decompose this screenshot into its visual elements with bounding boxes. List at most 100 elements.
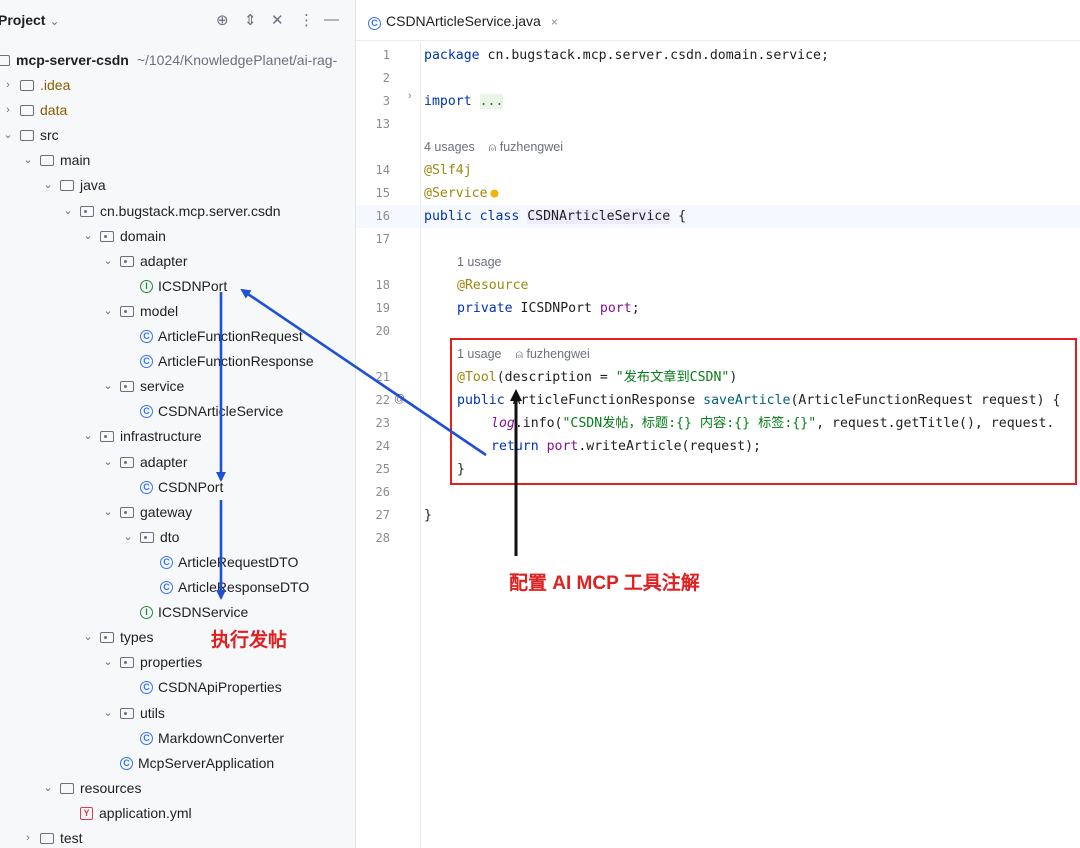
class-usage-hint[interactable]: 4 usages⍝ fuzhengwei (424, 140, 563, 154)
tree-item[interactable]: ⌄properties (102, 650, 202, 675)
tree-item[interactable]: ⌄adapter (102, 450, 187, 475)
tree-item-label: main (60, 152, 91, 169)
module-folder-icon (0, 55, 10, 66)
tree-item-label: ArticleResponseDTO (178, 579, 310, 595)
project-title-text: Project (0, 12, 46, 28)
tree-item[interactable]: ›test (22, 826, 82, 848)
tree-item[interactable]: ⌄infrastructure (82, 424, 201, 449)
code-line-1[interactable]: package cn.bugstack.mcp.server.csdn.doma… (424, 48, 829, 63)
class-icon: C (140, 681, 153, 695)
tree-item[interactable]: C McpServerApplication (102, 751, 274, 776)
code-line-23[interactable]: log.info("CSDN发帖，标题:{} 内容:{} 标签:{}", req… (491, 416, 1055, 431)
line-number: 1 (382, 48, 390, 62)
close-all-icon[interactable]: ✕ (271, 12, 284, 29)
code-line-24[interactable]: return port.writeArticle(request); (491, 439, 761, 454)
post-execution-label: 执行发帖 (211, 630, 288, 651)
tree-item-label: ArticleRequestDTO (178, 553, 299, 570)
folded-imports[interactable]: ... (479, 94, 504, 109)
chevron-down-icon[interactable]: ⌄ (49, 14, 60, 28)
chevron-down-icon[interactable]: ⌄ (3, 129, 13, 142)
code-line-25[interactable]: } (457, 462, 465, 477)
chevron-right-icon[interactable]: › (6, 104, 10, 117)
tree-item[interactable]: › data (2, 98, 67, 123)
chevron-down-icon[interactable]: ⌄ (23, 154, 33, 167)
class-icon: C (120, 756, 133, 770)
chevron-down-icon[interactable]: ⌄ (103, 656, 113, 669)
project-panel-title[interactable]: Project⌄ (0, 12, 60, 28)
tree-item-label: dto (160, 528, 180, 545)
chevron-down-icon[interactable]: ⌄ (83, 229, 93, 242)
folder-icon (40, 833, 54, 844)
tree-item[interactable]: ›.idea (2, 73, 70, 98)
project-root[interactable]: mcp-server-csdn~/1024/KnowledgePlanet/ai… (0, 48, 337, 73)
chevron-down-icon[interactable]: ⌄ (43, 781, 53, 794)
chevron-right-icon[interactable]: › (26, 832, 30, 844)
chevron-down-icon[interactable]: ⌄ (63, 204, 73, 217)
chevron-down-icon[interactable]: ⌄ (103, 455, 113, 468)
chevron-down-icon[interactable]: ⌄ (103, 254, 113, 267)
chevron-down-icon[interactable]: ⌄ (103, 505, 113, 518)
tree-item[interactable]: ⌄ dto (122, 525, 179, 550)
tree-item-label: McpServerApplication (138, 754, 275, 771)
line-number: 17 (375, 232, 390, 246)
tree-item[interactable]: ⌄model (102, 299, 178, 324)
code-line-19[interactable]: private ICSDNPort port; (457, 301, 640, 316)
crosshair-icon[interactable]: ⊕ (216, 12, 229, 29)
more-icon[interactable]: ⋮ (299, 12, 314, 29)
fold-chevron-icon[interactable]: › (408, 90, 412, 102)
chevron-down-icon[interactable]: ⌄ (83, 631, 93, 644)
close-icon[interactable]: × (550, 15, 558, 29)
chevron-down-icon[interactable]: ⌄ (103, 706, 113, 719)
folder-icon (60, 180, 74, 192)
implementation-marker-icon[interactable]: @ (394, 393, 406, 405)
chevron-down-icon[interactable]: ⌄ (123, 530, 133, 543)
tree-item[interactable]: ⌄ resources (42, 776, 141, 801)
line-number: 20 (375, 324, 390, 338)
chevron-right-icon[interactable]: › (6, 79, 10, 91)
tree-item[interactable]: ⌄cn.bugstack.mcp.server.csdn (62, 199, 280, 224)
tree-item[interactable]: ⌄gateway (102, 500, 192, 525)
tree-item[interactable]: ⌄adapter (102, 249, 187, 274)
tree-item[interactable]: ⌄domain (82, 224, 166, 249)
line-number: 28 (375, 531, 390, 545)
code-line-3[interactable]: import ... (424, 94, 504, 109)
code-line-14[interactable]: @Slf4j (424, 163, 472, 178)
code-line-16[interactable]: public class CSDNArticleService { (424, 209, 687, 224)
field-usage-hint[interactable]: 1 usage (457, 255, 502, 269)
expand-collapse-icon[interactable]: ⇕ (244, 12, 257, 29)
code-line-27[interactable]: } (424, 508, 432, 523)
tree-item-label: data (40, 102, 68, 119)
tree-item-label: resources (80, 779, 142, 796)
class-icon: C (140, 480, 153, 494)
author-icon: ⍝ (515, 347, 523, 361)
chevron-down-icon[interactable]: ⌄ (103, 380, 113, 393)
code-line-18[interactable]: @Resource (457, 278, 529, 293)
tree-item[interactable]: ⌄ main (22, 148, 90, 173)
chevron-down-icon[interactable]: ⌄ (103, 304, 113, 317)
chevron-down-icon[interactable]: ⌄ (43, 179, 53, 192)
package-icon (100, 632, 114, 644)
tree-item[interactable]: ⌄java (42, 173, 105, 198)
minimize-icon[interactable]: — (324, 11, 339, 28)
code-line-15[interactable]: @Service● (424, 186, 499, 201)
tree-item[interactable]: ⌄src (2, 123, 58, 148)
tree-item[interactable]: ⌄types (82, 625, 153, 650)
tree-item[interactable]: ⌄utils (102, 701, 165, 726)
chevron-down-icon[interactable]: ⌄ (83, 430, 93, 443)
tree-item[interactable]: ⌄service (102, 374, 184, 399)
tree-item-label: ArticleFunctionResponse (158, 353, 314, 370)
line-number: 26 (375, 485, 390, 499)
